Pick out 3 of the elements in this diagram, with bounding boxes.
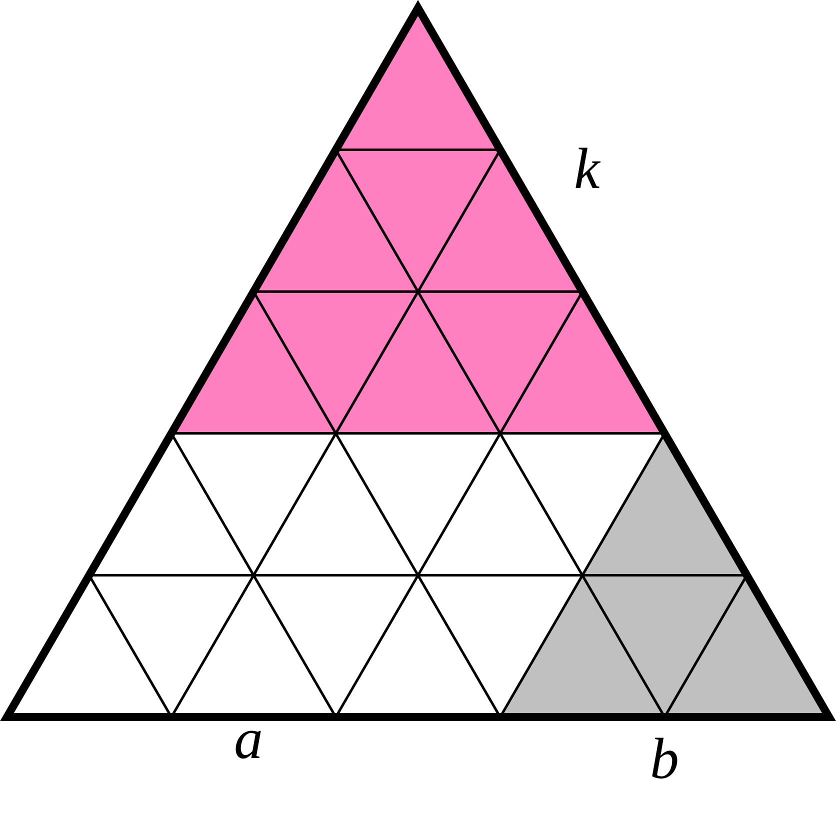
variable-label: b <box>650 730 679 788</box>
variable-label: k <box>574 140 600 198</box>
variable-label: a <box>234 710 263 768</box>
